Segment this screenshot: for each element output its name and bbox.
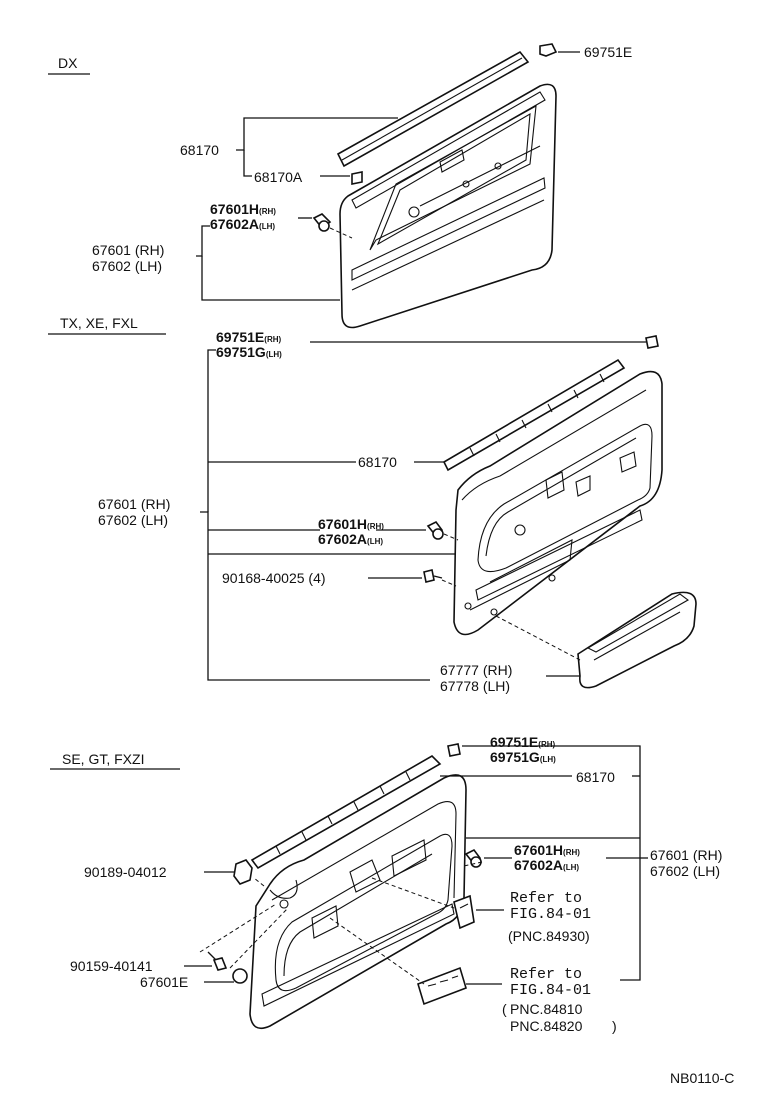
- dashed-guide: [495, 615, 581, 661]
- label-paren-open: (: [502, 1001, 507, 1017]
- label-ref2-line2: FIG.84-01: [510, 982, 591, 999]
- moulding-strip-part: [442, 358, 626, 472]
- label-screw: 90168-40025 (4): [222, 570, 326, 586]
- door-panel-tx-part: [453, 370, 663, 636]
- door-panel-se-part: [249, 774, 467, 1030]
- section-title-se: SE, GT, FXZI: [62, 751, 144, 767]
- dashed-guide: [329, 917, 425, 985]
- fastener-part: [426, 520, 444, 540]
- dashed-guide: [443, 533, 459, 541]
- leader-line: [462, 745, 641, 981]
- leader-line: [196, 225, 210, 257]
- section-tx: TX, XE, FXL: [48, 315, 697, 694]
- leader-line: [236, 117, 398, 151]
- label-pocket-rh: 67777 (RH): [440, 662, 512, 678]
- label-moulding-a: 68170A: [254, 169, 303, 185]
- label-fastener-lh: 67602A(LH): [210, 216, 275, 232]
- label-moulding: 68170: [358, 454, 397, 470]
- label-clip-lh: 69751G(LH): [216, 344, 282, 360]
- label-ref1-line1: Refer to: [510, 890, 582, 907]
- label-ref2-pnc1: PNC.84810: [510, 1001, 583, 1017]
- clip-part: [645, 335, 659, 349]
- switch-unit-part: [453, 894, 475, 930]
- label-clip-e: 67601E: [140, 974, 188, 990]
- label-moulding: 68170: [576, 769, 615, 785]
- label-fastener-rh: 67601H(RH): [210, 201, 276, 217]
- fastener-part: [312, 213, 332, 232]
- label-ref1-line2: FIG.84-01: [510, 906, 591, 923]
- switch-unit-part: [417, 966, 467, 1006]
- moulding-strip-part: [336, 50, 530, 168]
- dashed-guide: [253, 877, 265, 887]
- label-fastener-rh: 67601H(RH): [318, 516, 384, 532]
- label-clip-rh: 69751E(RH): [490, 734, 556, 750]
- label-ref1-pnc: (PNC.84930): [508, 928, 590, 944]
- label-ref2-line1: Refer to: [510, 966, 582, 983]
- dashed-guide: [371, 877, 455, 909]
- label-fastener-rh: 67601H(RH): [514, 842, 580, 858]
- screw-part: [207, 951, 228, 971]
- door-pocket-part: [577, 591, 697, 689]
- leader-line: [243, 150, 252, 177]
- dashed-guide: [463, 861, 483, 867]
- leader-line: [207, 349, 216, 512]
- label-panel-lh: 67602 (LH): [92, 258, 162, 274]
- dashed-guide: [441, 579, 457, 587]
- clip-part: [447, 743, 461, 757]
- nut-part: [233, 859, 253, 885]
- label-panel-lh: 67602 (LH): [98, 512, 168, 528]
- clip-e-part: [232, 968, 248, 984]
- section-se: SE, GT, FXZI: [50, 734, 722, 1034]
- door-panel-dx-part: [339, 83, 557, 329]
- label-panel-rh: 67601 (RH): [650, 847, 722, 863]
- leader-line: [201, 256, 340, 301]
- label-panel-rh: 67601 (RH): [92, 242, 164, 258]
- label-panel-rh: 67601 (RH): [98, 496, 170, 512]
- dashed-guide: [199, 903, 277, 953]
- section-title-dx: DX: [58, 55, 78, 71]
- label-ref2-pnc2: PNC.84820: [510, 1018, 583, 1034]
- section-dx: DX 69751E: [48, 43, 632, 329]
- label-fastener-lh: 67602A(LH): [318, 531, 383, 547]
- clip-part: [539, 43, 558, 57]
- diagram-code: NB0110-C: [670, 1070, 734, 1086]
- label-clip-rh: 69751E(RH): [216, 329, 282, 345]
- label-moulding: 68170: [180, 142, 219, 158]
- label-clip-lh: 69751G(LH): [490, 749, 556, 765]
- label-fastener-lh: 67602A(LH): [514, 857, 579, 873]
- fastener-part: [464, 848, 482, 868]
- clip-a-part: [351, 171, 363, 185]
- label-paren-close: ): [612, 1018, 617, 1034]
- label-pocket-lh: 67778 (LH): [440, 678, 510, 694]
- screw-part: [423, 569, 443, 583]
- label-clip-top: 69751E: [584, 44, 632, 60]
- section-title-tx: TX, XE, FXL: [60, 315, 138, 331]
- label-nut: 90189-04012: [84, 864, 167, 880]
- label-screw: 90159-40141: [70, 958, 153, 974]
- leader-line: [200, 511, 430, 681]
- moulding-strip-part: [250, 755, 442, 870]
- label-panel-lh: 67602 (LH): [650, 863, 720, 879]
